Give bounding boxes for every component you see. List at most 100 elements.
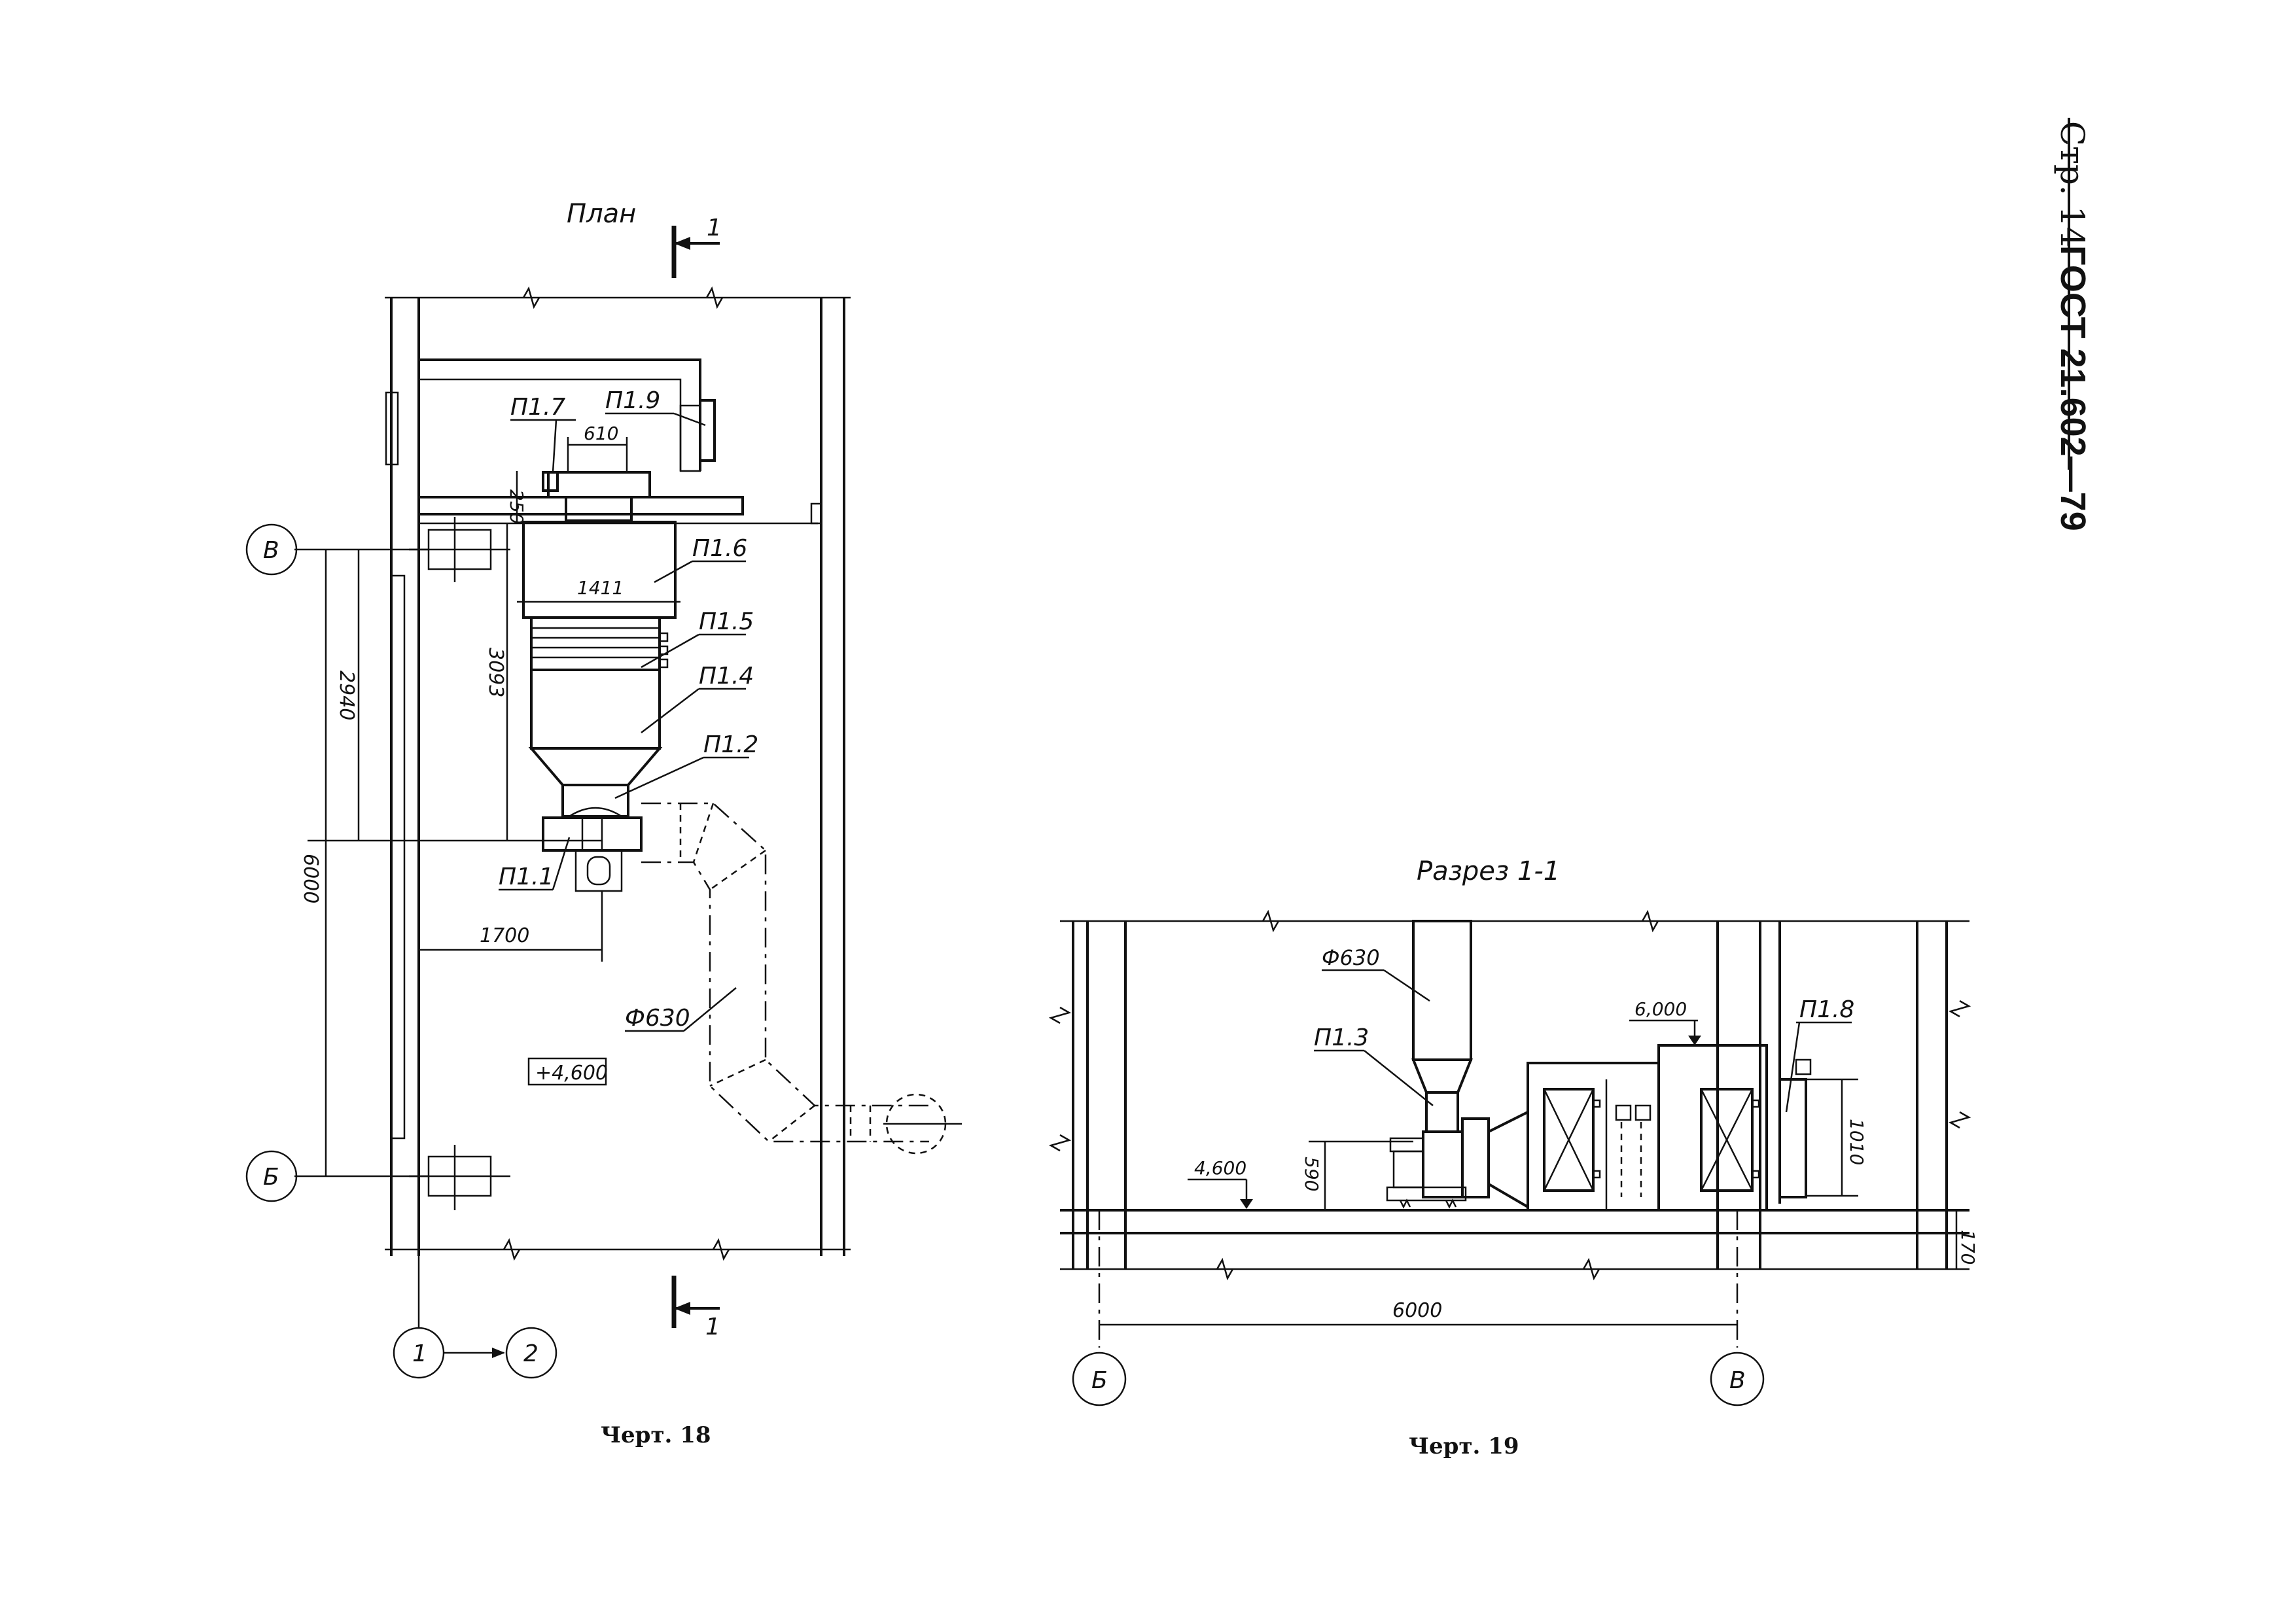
level-box <box>527 1057 607 1086</box>
duct-neck <box>1425 1091 1459 1133</box>
fan-motor-top <box>1389 1137 1424 1153</box>
break-mark <box>1048 1134 1072 1152</box>
heater-cell <box>1700 1088 1754 1192</box>
break-mark <box>1641 909 1659 933</box>
leader <box>552 419 557 473</box>
dim-610: 610 <box>584 423 618 444</box>
heater-cross <box>1700 1089 1754 1191</box>
valve <box>1615 1104 1632 1121</box>
chamber-opening <box>679 404 701 472</box>
fitting <box>658 632 669 642</box>
arrow-head <box>492 1348 505 1358</box>
label-p14: П1.4 <box>699 663 754 689</box>
axis-bubble-b <box>245 1150 298 1202</box>
level-floor: 4,600 <box>1194 1157 1246 1179</box>
axis-bubble-v <box>1710 1352 1765 1406</box>
dim-3093: 3093 <box>484 648 507 697</box>
wall-niche <box>810 502 822 525</box>
flexible-insert <box>1461 1117 1490 1198</box>
unit-p17-box <box>547 471 651 498</box>
fitting <box>1751 1099 1760 1108</box>
axis-bubble-v <box>245 523 298 576</box>
label-p18: П1.8 <box>1799 996 1854 1023</box>
level-top: 6,000 <box>1634 998 1687 1020</box>
valve <box>1634 1104 1651 1121</box>
vibration-mounts <box>1399 1198 1457 1209</box>
arrow-head <box>674 237 690 250</box>
axis-bubble-b <box>1072 1352 1127 1406</box>
dim-1010: 1010 <box>1846 1119 1867 1165</box>
label-p13: П1.3 <box>1314 1024 1369 1051</box>
unit-p12-neck <box>561 784 629 818</box>
break-mark <box>1948 1000 1971 1018</box>
label-p19: П1.9 <box>605 387 660 414</box>
label-p15: П1.5 <box>699 608 754 635</box>
vertical-duct <box>1412 920 1472 1061</box>
axis-bubble-2 <box>505 1327 557 1379</box>
unit-p16 <box>522 521 677 619</box>
arrow-head <box>674 1302 690 1315</box>
section-mark-top: 1 <box>707 215 722 241</box>
break-mark <box>1948 1111 1971 1129</box>
fitting <box>1592 1099 1601 1108</box>
label-p16: П1.6 <box>692 535 747 562</box>
duct-label: Ф630 <box>1322 945 1380 970</box>
duct-joint <box>768 1105 815 1142</box>
sheet-header: Стр. 14 ГОСТ 21.602—79 <box>2053 121 2093 531</box>
unit-p12-transition <box>528 747 663 786</box>
axis-label-b: Б <box>1091 1367 1108 1394</box>
unit-section-2 <box>1657 1044 1768 1212</box>
window <box>385 391 399 466</box>
dim-590: 590 <box>1301 1157 1322 1191</box>
label-p12: П1.2 <box>703 731 758 758</box>
dim-6000: 6000 <box>1392 1299 1442 1322</box>
axis-label-2: 2 <box>523 1340 539 1367</box>
fitting <box>1751 1170 1760 1179</box>
axis-label-1: 1 <box>412 1340 427 1367</box>
break-mark <box>1048 1006 1072 1024</box>
plan-title: План <box>567 199 636 229</box>
label-p17: П1.7 <box>510 394 565 421</box>
dim-6000: 6000 <box>299 854 322 903</box>
motor <box>574 849 623 892</box>
fan-inlet <box>569 807 622 818</box>
break-mark <box>1262 909 1280 933</box>
leader <box>673 412 706 427</box>
filter-cell <box>1543 1088 1595 1192</box>
duct-transition <box>1411 1058 1473 1094</box>
leader <box>654 560 693 584</box>
unit-p15 <box>530 616 661 671</box>
break-mark <box>1582 1257 1600 1281</box>
louver-grille <box>699 399 716 462</box>
window <box>390 574 406 1140</box>
axis-label-v: В <box>263 537 279 564</box>
leader <box>614 756 704 799</box>
unit-p17-neck <box>565 496 633 522</box>
standard-number: ГОСТ 21.602—79 <box>2053 245 2093 531</box>
level-arrow <box>1240 1199 1253 1209</box>
dim-1700: 1700 <box>480 924 529 947</box>
inlet-transition <box>1487 1109 1529 1210</box>
section-mark-bottom: 1 <box>705 1314 720 1340</box>
dim-250: 250 <box>506 489 527 524</box>
duct-joint <box>709 1058 766 1087</box>
dim-1411: 1411 <box>577 577 624 599</box>
axis-label-b: Б <box>263 1164 279 1191</box>
fan-base <box>1386 1186 1467 1202</box>
label-p11: П1.1 <box>499 864 554 890</box>
dim-170: 170 <box>1957 1230 1979 1265</box>
section-drawing: Разрез 1-1 Ф630 <box>1048 856 1979 1459</box>
unit-p14 <box>530 669 661 750</box>
break-mark <box>712 1238 730 1261</box>
break-mark <box>1216 1257 1234 1281</box>
leader <box>641 688 699 733</box>
duct-label: Ф630 <box>625 1005 690 1032</box>
plan-drawing: План 1 1 <box>245 199 962 1448</box>
page-number: Стр. 14 <box>2053 121 2091 247</box>
unit-p11-fan <box>542 816 643 852</box>
break-mark <box>705 286 724 309</box>
level-mark: +4,600 <box>535 1062 608 1085</box>
break-mark <box>522 286 540 309</box>
motor-shaft <box>586 856 611 886</box>
